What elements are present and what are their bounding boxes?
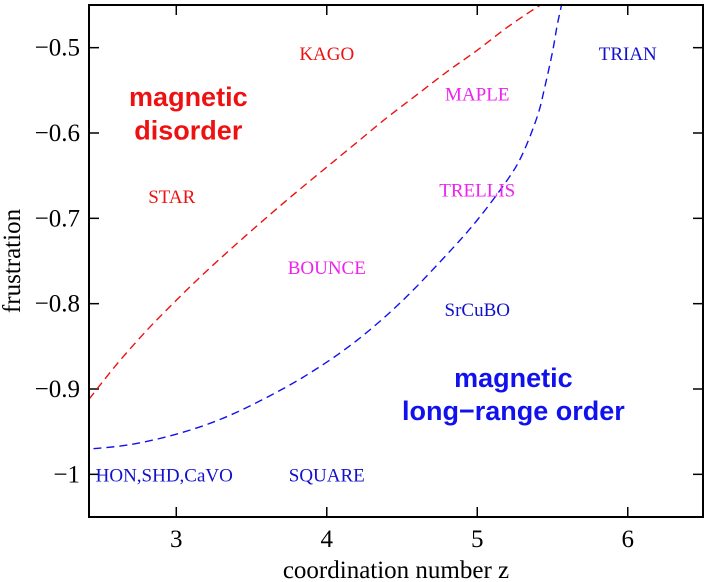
order-boundary-line [93,4,563,450]
y-axis-label: frustration [0,208,26,313]
region-label-disorder: disorder [134,115,243,145]
disorder-boundary-line [88,4,541,400]
plot-frame [88,4,704,518]
region-label-magnetic: magnetic [454,363,573,393]
point-label-trian: TRIAN [599,44,657,65]
point-label-kago: KAGO [299,44,354,65]
x-tick-label: 4 [321,526,334,553]
y-tick-label: −1 [53,461,80,488]
point-label-srcubo: SrCuBO [445,300,510,321]
y-tick-label: −0.6 [35,120,80,147]
point-label-hon-shd-cavo: HON,SHD,CaVO [96,465,233,486]
region-label-long-range-order: long−range order [402,396,625,426]
y-tick-label: −0.7 [35,205,80,232]
x-tick-label: 5 [471,526,484,553]
y-tick-label: −0.9 [35,376,80,403]
annotation-layer: KAGO STAR MAPLE TRELLIS BOUNCE TRIAN SrCuBO HON… [96,44,657,487]
axes: 3 4 5 6 −1 −0.9 −0.8 −0.7 −0.6 −0.5 [35,5,703,553]
point-label-bounce: BOUNCE [288,258,366,279]
x-tick-label: 3 [170,526,183,553]
y-tick-label: −0.5 [35,35,80,62]
point-label-star: STAR [148,187,195,208]
y-tick-label: −0.8 [35,291,80,318]
x-tick-label: 6 [622,526,635,553]
region-label-magnetic: magnetic [129,82,248,112]
point-label-trellis: TRELLIS [439,180,515,201]
point-label-square: SQUARE [289,465,365,486]
point-label-maple: MAPLE [445,85,509,106]
series-layer [88,4,563,450]
x-axis-label: coordination number z [283,557,509,582]
